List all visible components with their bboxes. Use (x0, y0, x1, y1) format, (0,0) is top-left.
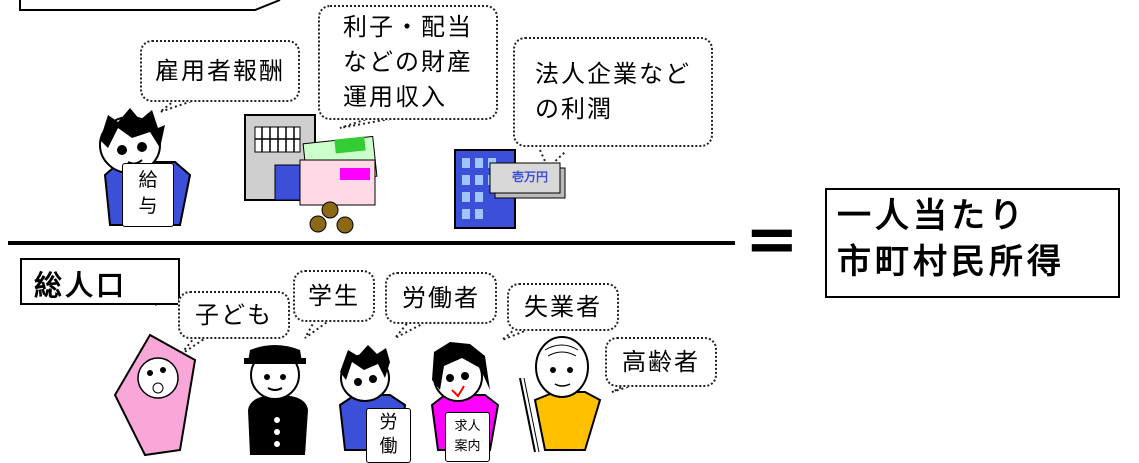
bill-label: 壱万円 (511, 170, 548, 184)
denominator-label: 総人口 (20, 258, 180, 305)
student-figure (244, 345, 308, 455)
result-box: 一人当たり 市町村民所得 (825, 188, 1120, 298)
bubble-unemployed: 失業者 (507, 283, 619, 331)
company-building (454, 149, 566, 229)
bubble-children: 子ども (178, 291, 290, 339)
salary-tag: 給 与 (122, 163, 174, 227)
bubble-employee-compensation: 雇用者報酬 (140, 40, 300, 102)
bubble-elderly: 高齢者 (605, 337, 717, 387)
result-line-1: 一人当たり (837, 196, 1027, 236)
baby-figure (113, 333, 197, 457)
bubble-corporate-profit: 法人企業など の利潤 (513, 37, 713, 147)
bubble-workers: 労働者 (385, 272, 497, 324)
worker-tag: 労 働 (366, 408, 411, 463)
jobseeker-tag: 求人 案内 (445, 412, 490, 462)
elderly-figure (519, 336, 602, 453)
top-label-box (19, 0, 281, 11)
result-line-2: 市町村民所得 (837, 241, 1065, 282)
bubble-property-income: 利子・配当 などの財産 運用収入 (318, 5, 498, 120)
equals-sign: = (745, 203, 799, 277)
bubble-students: 学生 (293, 270, 375, 322)
bank-building (244, 114, 378, 234)
